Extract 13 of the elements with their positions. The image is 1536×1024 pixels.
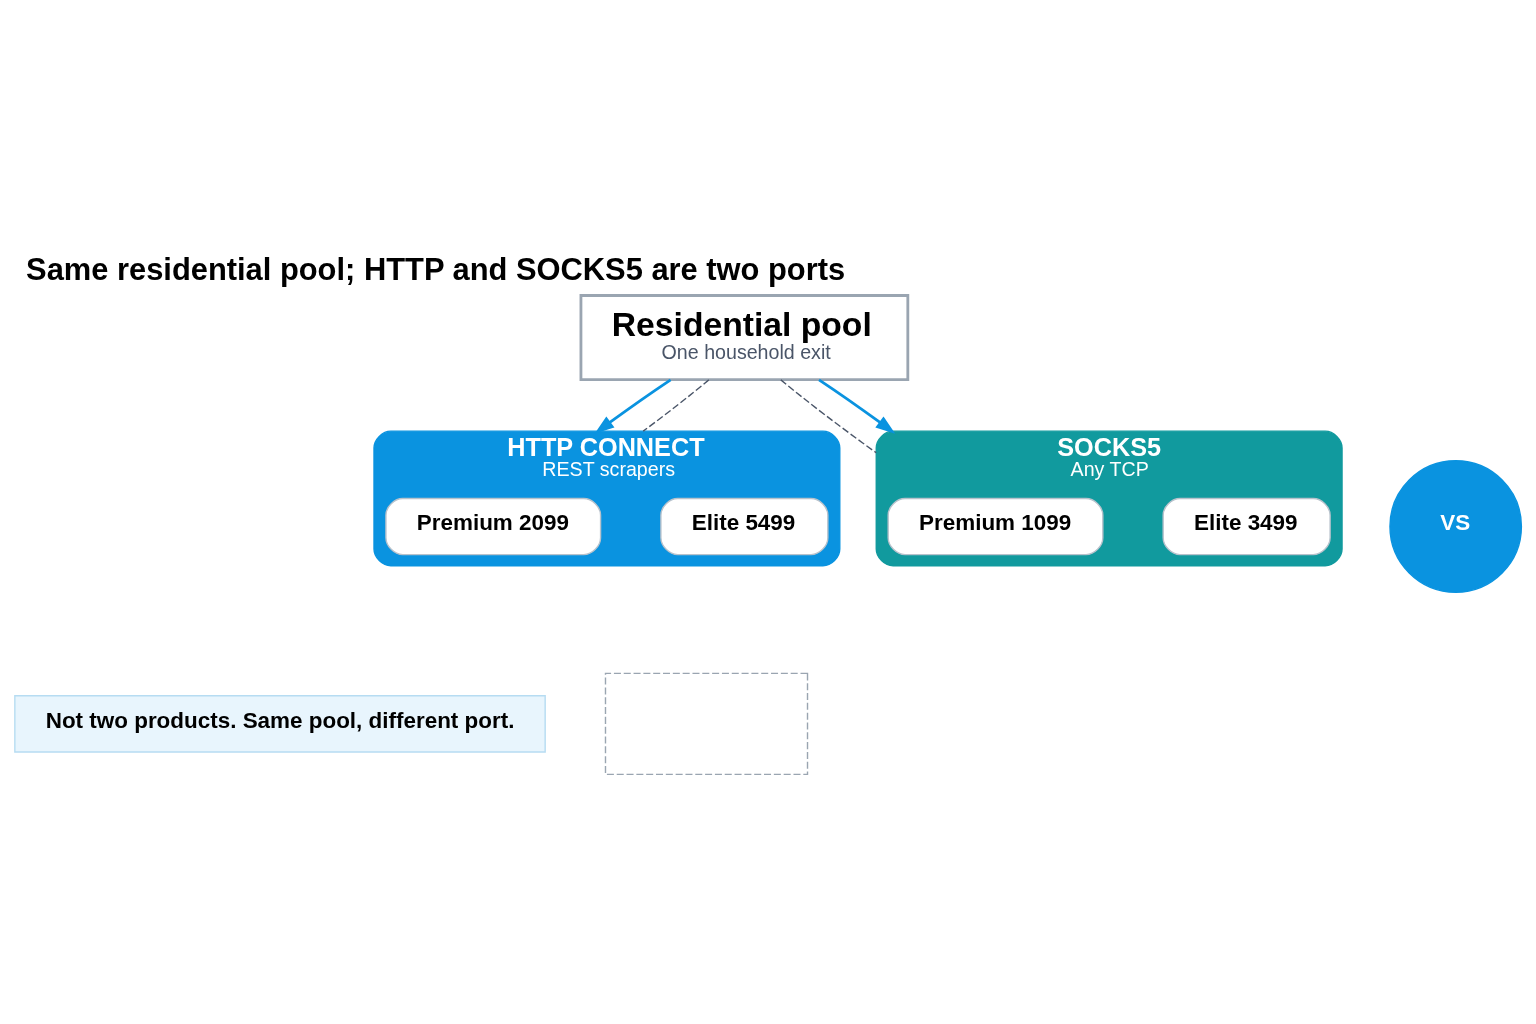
node-box: Premium 2099 [385, 497, 602, 555]
node-box: Not two products. Same pool, different port. [14, 694, 546, 753]
arrow [818, 378, 896, 434]
node-box: Elite 3499 [1162, 497, 1331, 555]
node-circle: VS [1389, 459, 1523, 593]
node-box: Elite 5499 [660, 497, 829, 555]
arrow [594, 378, 672, 434]
node-box [604, 672, 809, 775]
diagram-title: Same residential pool; HTTP and SOCKS5 are two ports [26, 251, 846, 287]
node-box: Premium 1099 [887, 497, 1104, 555]
connector [780, 378, 877, 453]
connector [642, 378, 710, 432]
node-box: Residential pool One household exit [579, 293, 910, 381]
